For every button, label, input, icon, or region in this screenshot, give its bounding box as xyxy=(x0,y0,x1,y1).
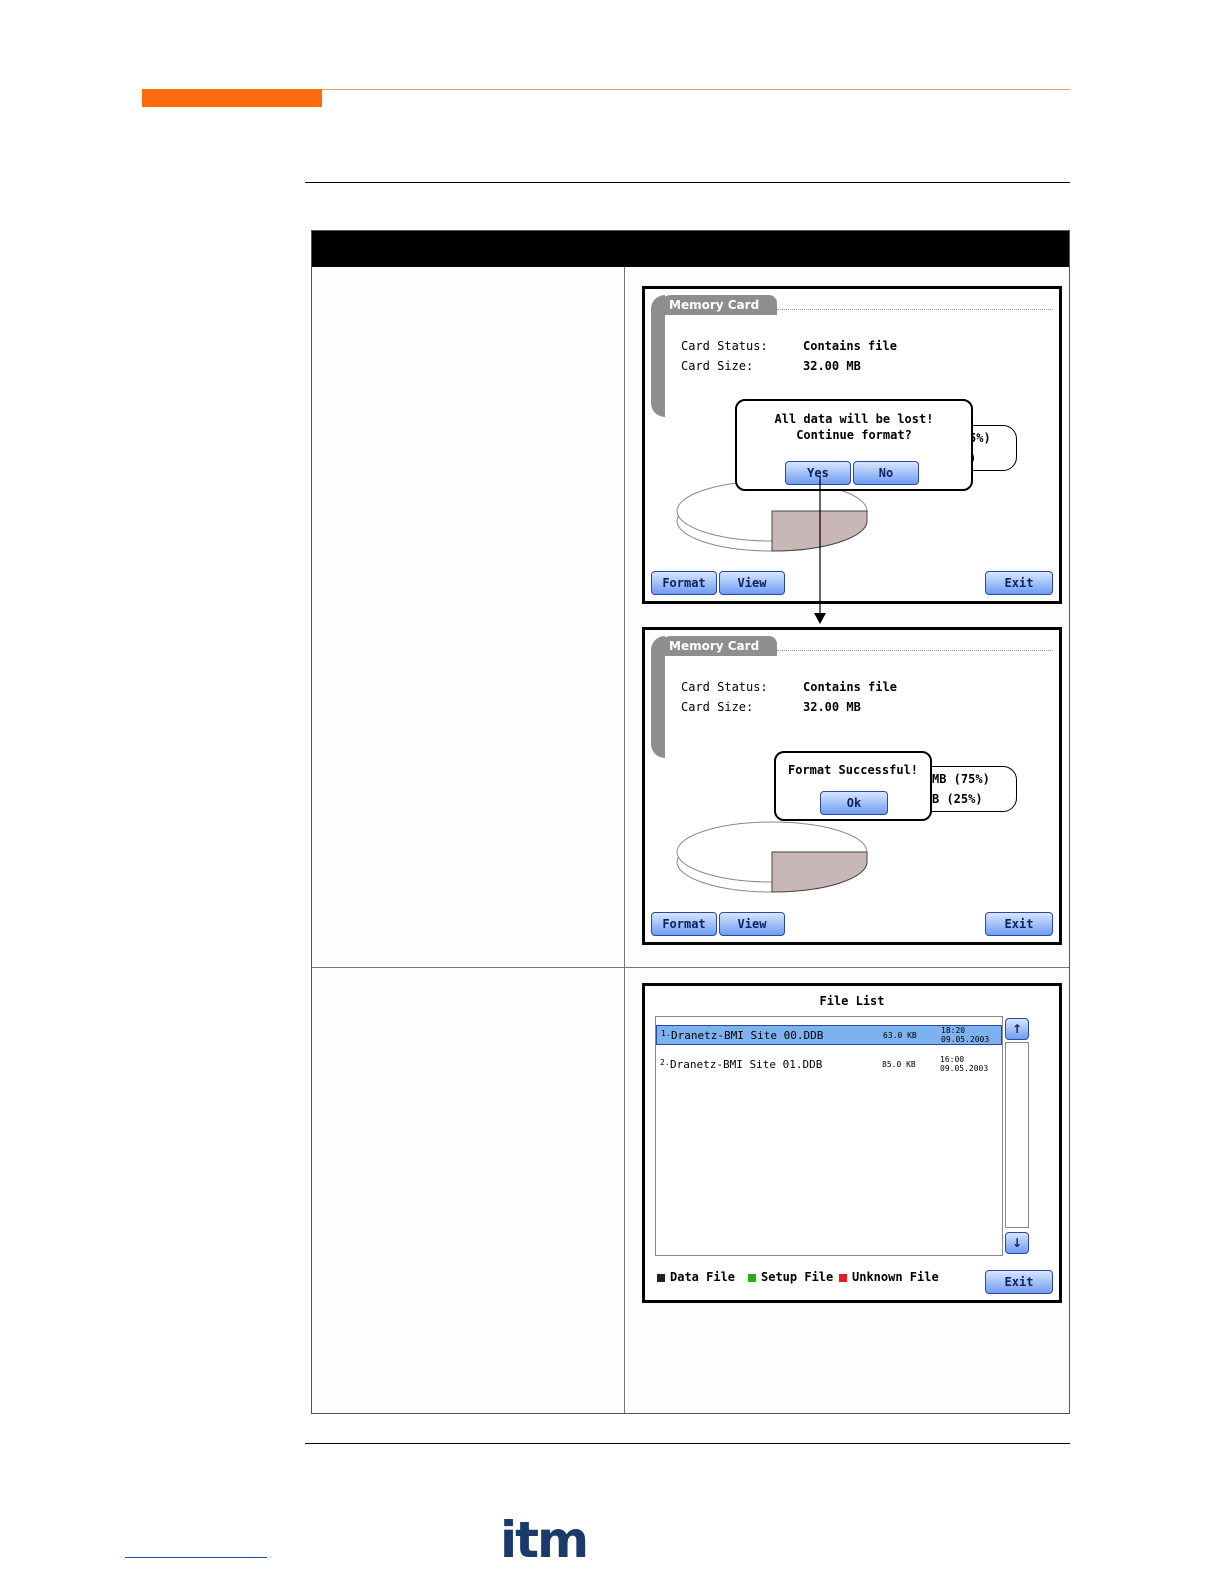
row-divider xyxy=(312,967,1069,968)
scrollbar-track[interactable] xyxy=(1005,1042,1029,1228)
card-status-label: Card Status: xyxy=(681,339,768,353)
panel-bracket xyxy=(651,636,665,758)
legend-unknown-file: Unknown File xyxy=(839,1270,939,1284)
file-date: 09.05.2003 xyxy=(940,1064,989,1073)
unknown-file-swatch xyxy=(839,1273,847,1282)
exit-button[interactable]: Exit xyxy=(985,1270,1053,1294)
section-rule-top xyxy=(305,182,1070,183)
card-status-value: Contains file xyxy=(803,339,897,353)
title-dotted-line xyxy=(777,650,1053,651)
file-size: 63.0 KB xyxy=(883,1031,917,1040)
yes-button[interactable]: Yes xyxy=(785,461,851,485)
card-size-label: Card Size: xyxy=(681,359,754,373)
column-divider xyxy=(624,267,625,1413)
flow-arrow xyxy=(814,477,826,624)
usage-pie-chart xyxy=(676,480,868,552)
card-size-label: Card Size: xyxy=(681,700,754,714)
view-button[interactable]: View xyxy=(719,571,785,595)
card-status-label: Card Status: xyxy=(681,680,768,694)
file-index: 1. xyxy=(661,1029,671,1038)
screen-title: Memory Card xyxy=(659,636,777,656)
file-list-screen: File List 1. Dranetz-BMI Site 00.DDB 63.… xyxy=(642,983,1062,1303)
scroll-up-button[interactable]: ↑ xyxy=(1005,1018,1029,1040)
file-time: 18:20 xyxy=(941,1026,966,1035)
memory-card-screen-success: Memory Card Card Status: Contains file C… xyxy=(642,627,1062,945)
file-time: 16:00 xyxy=(940,1055,965,1064)
header-rule xyxy=(322,89,1070,90)
instruction-table: Memory Card Card Status: Contains file C… xyxy=(311,230,1070,1414)
screen-title: Memory Card xyxy=(659,295,777,315)
file-row-selected[interactable]: 1. Dranetz-BMI Site 00.DDB 63.0 KB 18:20… xyxy=(656,1025,1002,1045)
dialog-message: Format Successful! xyxy=(787,763,919,777)
footer-link-underline[interactable] xyxy=(125,1557,267,1558)
file-row[interactable]: 2. Dranetz-BMI Site 01.DDB 85.0 KB 16:00… xyxy=(656,1055,1002,1075)
legend-used: MB (75%) xyxy=(932,772,990,786)
legend-used: 5%) xyxy=(969,431,991,445)
view-button[interactable]: View xyxy=(719,912,785,936)
card-status-value: Contains file xyxy=(803,680,897,694)
memory-card-screen-confirm: Memory Card Card Status: Contains file C… xyxy=(642,286,1062,604)
table-header xyxy=(312,231,1069,267)
exit-button[interactable]: Exit xyxy=(985,571,1053,595)
ok-button[interactable]: Ok xyxy=(820,791,888,815)
format-button[interactable]: Format xyxy=(651,912,717,936)
panel-bracket xyxy=(651,295,665,417)
usage-legend xyxy=(915,766,1017,812)
legend-setup-file: Setup File xyxy=(748,1270,833,1284)
setup-file-swatch xyxy=(748,1273,756,1282)
file-date: 09.05.2003 xyxy=(941,1035,990,1044)
file-name: Dranetz-BMI Site 00.DDB xyxy=(671,1029,824,1042)
file-name: Dranetz-BMI Site 01.DDB xyxy=(670,1058,823,1071)
no-button[interactable]: No xyxy=(853,461,919,485)
format-success-dialog: Format Successful! Ok xyxy=(774,751,932,821)
format-confirm-dialog: All data will be lost! Continue format? … xyxy=(735,399,973,491)
section-rule-bottom xyxy=(305,1443,1070,1444)
exit-button[interactable]: Exit xyxy=(985,912,1053,936)
screen-title: File List xyxy=(819,994,885,1008)
file-list[interactable]: 1. Dranetz-BMI Site 00.DDB 63.0 KB 18:20… xyxy=(655,1016,1003,1256)
scroll-down-button[interactable]: ↓ xyxy=(1005,1232,1029,1254)
format-button[interactable]: Format xyxy=(651,571,717,595)
card-size-value: 32.00 MB xyxy=(803,359,861,373)
data-file-swatch xyxy=(657,1273,665,1282)
title-dotted-line xyxy=(777,309,1053,310)
file-size: 85.0 KB xyxy=(882,1060,916,1069)
legend-data-file: Data File xyxy=(657,1270,735,1284)
header-accent-bar xyxy=(142,89,322,107)
itm-logo: itm xyxy=(500,1511,589,1569)
legend-free: B (25%) xyxy=(932,792,983,806)
file-index: 2. xyxy=(660,1058,670,1067)
card-size-value: 32.00 MB xyxy=(803,700,861,714)
usage-pie-chart xyxy=(676,821,868,893)
dialog-message: All data will be lost! Continue format? xyxy=(774,412,934,442)
